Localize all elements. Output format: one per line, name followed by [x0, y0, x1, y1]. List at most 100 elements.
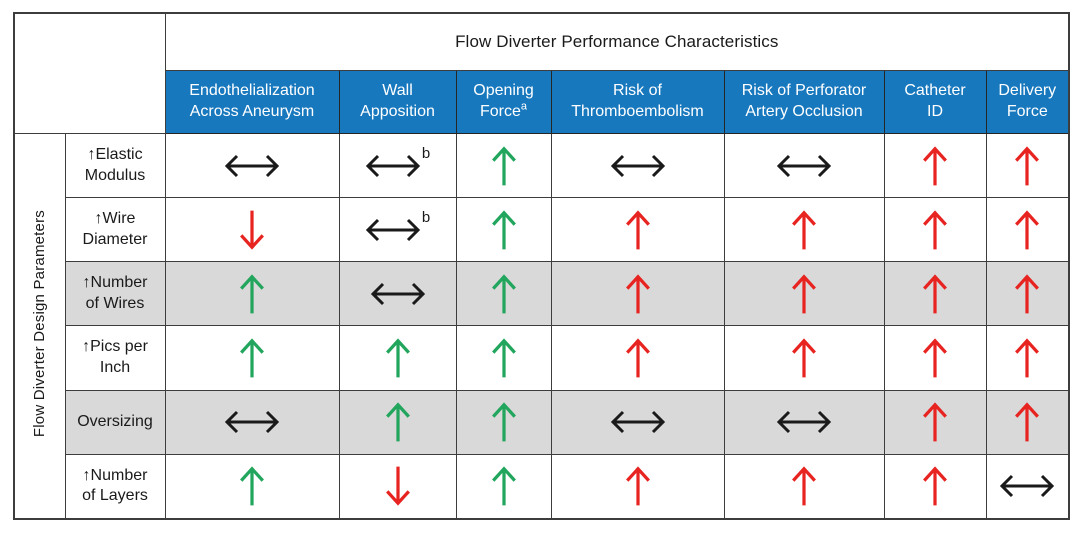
arrow-up-icon — [624, 464, 652, 508]
table-cell — [723, 261, 885, 327]
row-group-label-cell: Flow Diverter Design Parameters — [13, 133, 66, 520]
row-header-label: ↑Number of Wires — [82, 274, 148, 312]
arrow-up-icon — [384, 336, 412, 380]
arrow-left-right-icon — [365, 215, 421, 245]
arrow-up-icon — [921, 208, 949, 252]
arrow-left-right-icon — [224, 151, 280, 181]
table-cell — [338, 325, 457, 391]
row-header-label: ↑Wire Diameter — [82, 209, 148, 248]
column-header-label: Risk of Thromboembolism — [571, 82, 704, 120]
column-header-row: Endothelialization Across Aneurysm Wall A… — [14, 70, 1070, 134]
arrow-up-icon — [921, 336, 949, 380]
table-cell — [164, 197, 340, 263]
table-cell — [164, 389, 340, 455]
column-header-label: Wall Apposition — [360, 82, 435, 120]
arrow-up-icon — [490, 400, 518, 444]
column-header-7: Delivery Force — [985, 70, 1070, 134]
table-cell — [550, 197, 725, 263]
arrow-up-icon — [490, 336, 518, 380]
table-cell — [338, 389, 457, 455]
column-header-label: Risk of Perforator Artery Occlusion — [741, 82, 867, 120]
table-cell — [723, 453, 885, 520]
table-cell — [985, 197, 1070, 263]
arrow-up-icon — [238, 272, 266, 316]
table-row: ↑Number of Layers — [14, 453, 1070, 520]
table-cell — [455, 389, 552, 455]
arrow-up-icon — [624, 208, 652, 252]
arrow-up-icon — [790, 272, 818, 316]
arrow-left-right-icon — [370, 279, 426, 309]
column-footnote-marker: a — [520, 100, 528, 113]
table-cell — [164, 261, 340, 327]
table-cell — [985, 453, 1070, 520]
arrow-up-icon — [238, 464, 266, 508]
table-row: ↑Number of Wires — [14, 261, 1070, 327]
column-header-6: Catheter ID — [883, 70, 987, 134]
row-header-label: ↑Pics per Inch — [82, 338, 148, 376]
arrow-up-icon — [490, 464, 518, 508]
row-header-label: ↑Number of Layers — [82, 466, 148, 505]
table-cell — [550, 453, 725, 520]
column-header-1: Endothelialization Across Aneurysm — [164, 70, 340, 134]
column-header-3: Opening Forcea — [455, 70, 552, 134]
flow-diverter-table: Flow Diverter Performance Characteristic… — [13, 12, 1071, 520]
arrow-left-right-icon — [610, 151, 666, 181]
table-cell — [455, 453, 552, 520]
row-header-label: Oversizing — [77, 412, 153, 430]
row-header: Oversizing — [64, 389, 166, 455]
table-row: Flow Diverter Design Parameters ↑Elastic … — [13, 132, 1070, 520]
table-cell — [164, 325, 340, 391]
table-body: Flow Diverter Performance Characteristic… — [13, 12, 1070, 520]
arrow-left-right-icon — [776, 407, 832, 437]
arrow-up-icon — [384, 400, 412, 444]
row-header-label: ↑Elastic Modulus — [84, 145, 146, 184]
corner-cell — [13, 12, 166, 134]
table-cell — [723, 197, 885, 263]
table-row: ↑Wire Diameter b — [14, 197, 1070, 263]
arrow-left-right-icon — [999, 471, 1055, 501]
row-header: ↑Number of Wires — [64, 261, 166, 327]
column-header-4: Risk of Thromboembolism — [550, 70, 725, 134]
arrow-up-icon — [921, 400, 949, 444]
row-group-label: Flow Diverter Design Parameters — [31, 209, 49, 438]
table-cell — [883, 325, 987, 391]
table-cell — [550, 132, 725, 199]
arrow-up-icon — [624, 272, 652, 316]
table-cell — [883, 453, 987, 520]
table-cell: b — [338, 132, 457, 199]
arrow-up-icon — [624, 336, 652, 380]
arrow-up-icon — [490, 272, 518, 316]
arrow-left-right-icon — [776, 151, 832, 181]
table-cell — [883, 261, 987, 327]
arrow-left-right-icon — [224, 407, 280, 437]
table-cell — [455, 132, 552, 199]
table-cell — [455, 325, 552, 391]
table-cell — [723, 325, 885, 391]
arrow-up-icon — [921, 464, 949, 508]
table-cell — [338, 261, 457, 327]
row-header: ↑Elastic Modulus — [64, 132, 166, 199]
arrow-left-right-icon — [610, 407, 666, 437]
arrow-up-icon — [790, 208, 818, 252]
table-cell — [455, 197, 552, 263]
column-header-label: Delivery Force — [998, 82, 1057, 120]
arrow-up-icon — [790, 464, 818, 508]
table-cell — [723, 132, 885, 199]
arrow-left-right-icon — [365, 151, 421, 181]
column-header-label: Endothelialization Across Aneurysm — [189, 82, 315, 120]
table-row: ↑Pics per Inch — [14, 325, 1070, 391]
column-header-2: Wall Apposition — [338, 70, 457, 134]
row-header: ↑Pics per Inch — [64, 325, 166, 391]
table-cell — [985, 325, 1070, 391]
arrow-up-icon — [1013, 272, 1041, 316]
table-cell — [338, 453, 457, 520]
arrow-up-icon — [1013, 144, 1041, 188]
row-header: ↑Number of Layers — [64, 453, 166, 520]
table-cell — [550, 389, 725, 455]
figure-table: Flow Diverter Performance Characteristic… — [13, 12, 1071, 520]
table-cell: b — [338, 197, 457, 263]
table-cell — [550, 261, 725, 327]
arrow-up-icon — [238, 336, 266, 380]
arrow-up-icon — [490, 208, 518, 252]
table-row: Oversizing — [14, 389, 1070, 455]
